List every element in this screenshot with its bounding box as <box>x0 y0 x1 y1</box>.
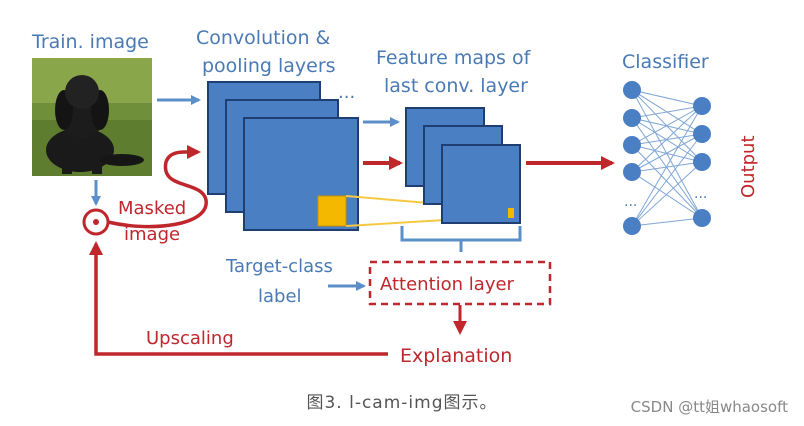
source-watermark: CSDN @tt姐whaosoft <box>630 398 788 416</box>
masked-label-line1: Masked <box>118 198 186 219</box>
classifier-nodes <box>623 81 711 235</box>
output-label: Output <box>738 135 759 198</box>
figure-caption: 图3. l-cam-img图示。 <box>306 393 498 413</box>
receptive-field-highlight <box>317 195 347 227</box>
conv-label-line1: Convolution & <box>196 27 331 49</box>
feature-maps-stack <box>405 107 521 224</box>
conv-pooling-stack <box>207 81 359 231</box>
conv-label-line2: pooling layers <box>202 55 336 77</box>
classifier-network <box>631 89 703 227</box>
feature-maps-label-line1: Feature maps of <box>376 47 532 69</box>
feature-brace <box>400 226 522 252</box>
explanation-label: Explanation <box>400 345 512 367</box>
target-class-label-line2: label <box>258 286 302 307</box>
output-nodes-ellipsis: ... <box>694 186 707 202</box>
arrow-masked-to-conv <box>107 144 208 229</box>
classifier-label: Classifier <box>622 51 709 73</box>
feature-highlight <box>508 208 514 218</box>
dog-photo <box>32 58 152 176</box>
attention-layer-label: Attention layer <box>380 274 515 295</box>
input-nodes-ellipsis: ... <box>624 194 637 210</box>
conv-ellipsis: ... <box>338 82 355 103</box>
arrow-upscaling-loop <box>89 241 388 356</box>
train-image-label: Train. image <box>31 31 149 53</box>
upscaling-label: Upscaling <box>146 328 234 349</box>
target-class-label-line1: Target-class <box>225 256 333 277</box>
multiply-dot <box>93 219 99 225</box>
masked-label-line2: image <box>124 224 180 245</box>
feature-maps-label-line2: last conv. layer <box>384 75 528 97</box>
attention-layer-box <box>368 260 552 306</box>
